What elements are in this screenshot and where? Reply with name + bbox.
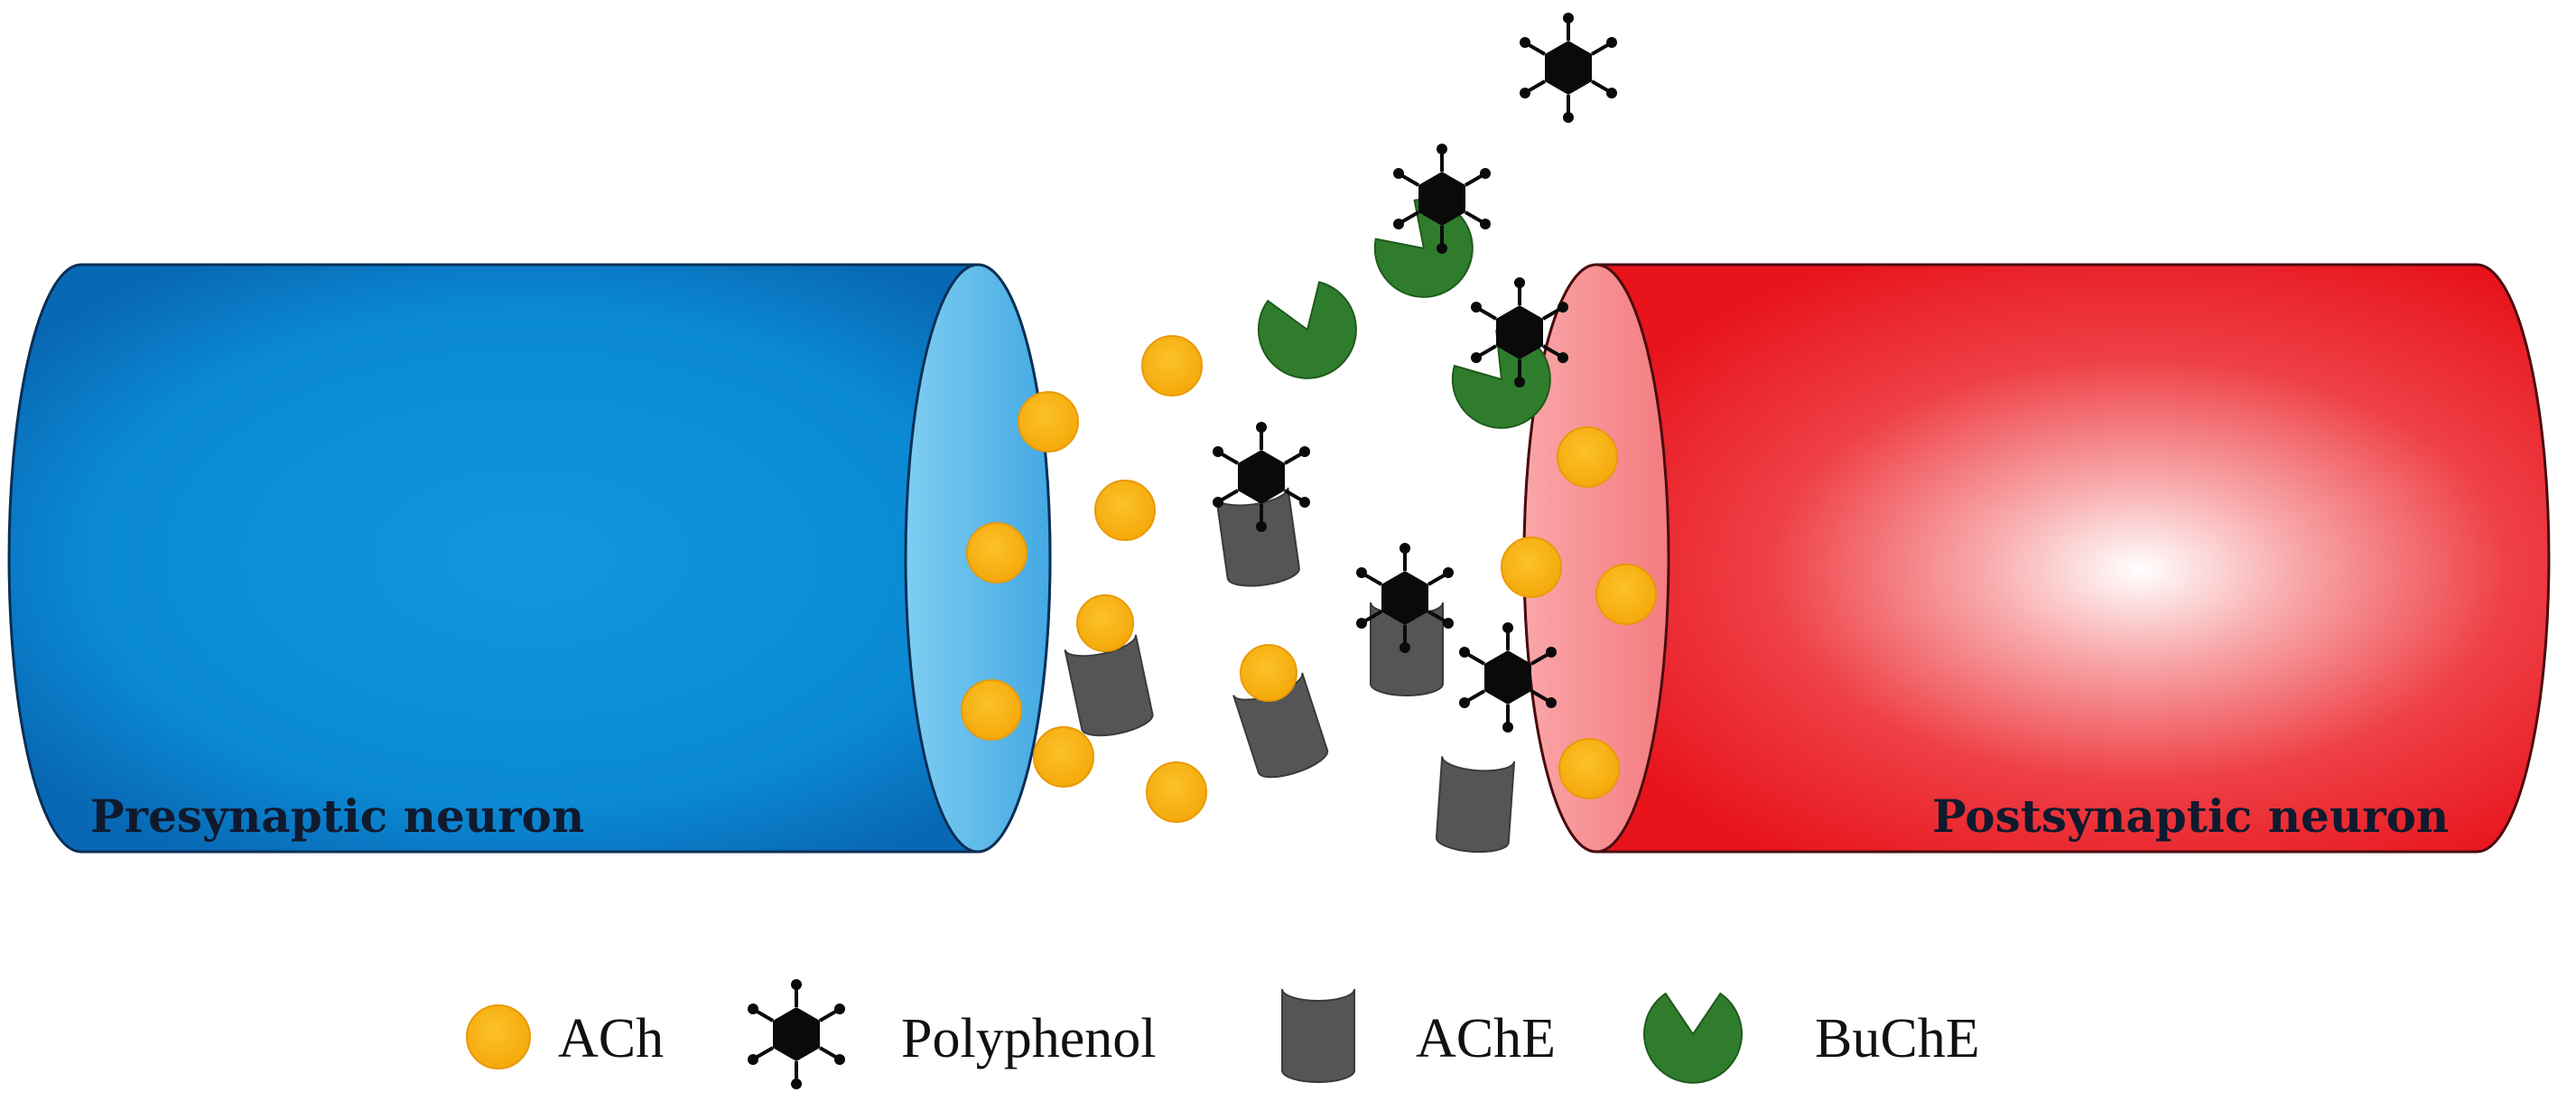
polyphenol-icon [1459,622,1557,733]
postsynaptic-label: Postsynaptic neuron [1932,789,2449,843]
ach-icon [966,522,1028,584]
synaptic-cleft [961,13,1657,854]
polyphenol-icon [1520,13,1617,123]
legend-buche-icon [1643,992,1743,1084]
buche-icon [1257,281,1357,379]
ach-icon [1557,426,1618,488]
polyphenol-icon [1393,144,1491,254]
ache-icon [1064,634,1154,737]
legend-buche-label: BuChE [1815,1008,1980,1069]
ache-icon [1215,487,1300,587]
ach-icon [1094,480,1156,541]
ach-icon [1018,391,1079,453]
ache-icon [1435,756,1516,854]
polyphenol-icon [1213,422,1310,532]
ach-icon [1033,726,1094,788]
ach-icon [1240,644,1297,702]
legend-ach-icon [466,1004,531,1069]
ach-icon [1076,594,1134,652]
postsynaptic-neuron: Postsynaptic neuron [1522,263,2551,854]
ach-icon [1146,761,1207,823]
presynaptic-neuron: Presynaptic neuron [7,263,1052,854]
legend-polyphenol-icon [748,979,845,1089]
legend: ACh Polyphenol AChE BuChE [466,979,1980,1089]
ach-icon [1141,335,1203,397]
legend-polyphenol-label: Polyphenol [901,1008,1156,1069]
polyphenol-icon [1471,277,1568,387]
ach-icon [1501,537,1562,598]
ach-icon [1595,564,1657,625]
legend-ach-label: ACh [558,1008,664,1069]
legend-ache-icon [1281,988,1355,1083]
presynaptic-label: Presynaptic neuron [90,789,584,843]
polyphenol-icon [1356,543,1454,653]
legend-ache-label: AChE [1416,1008,1556,1069]
ach-icon [1558,738,1620,799]
ach-icon [961,679,1022,741]
